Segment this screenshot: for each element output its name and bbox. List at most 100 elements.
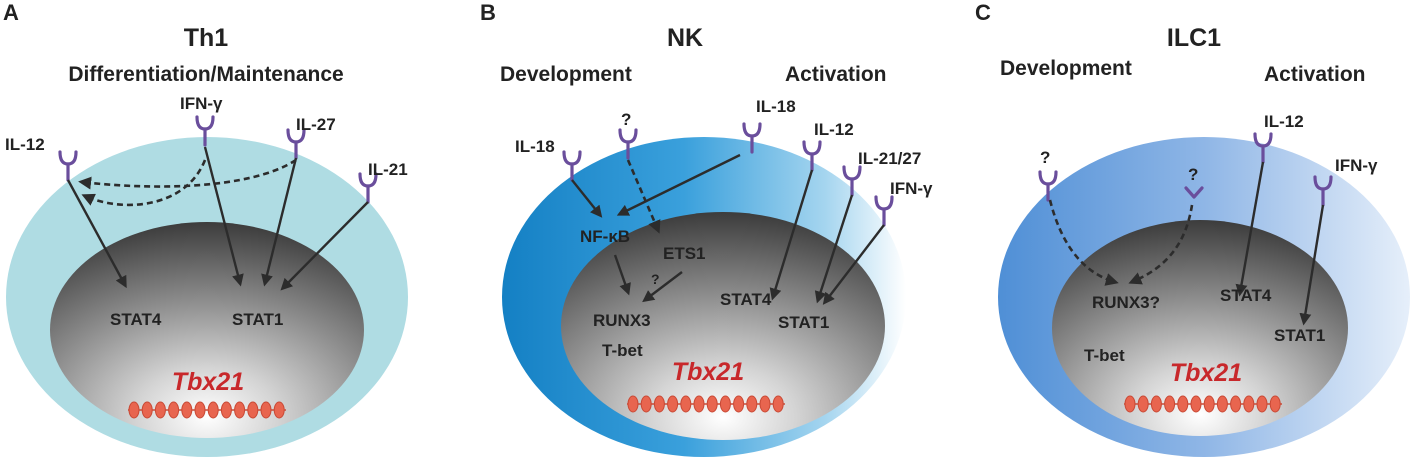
node-nfkb: NF-κB <box>580 227 630 246</box>
unknown-ligand-icon <box>1184 186 1204 199</box>
node-unknown-link: ? <box>651 271 660 287</box>
arrow-il21-stat1 <box>280 201 369 291</box>
label-ifng: IFN-γ <box>180 94 223 113</box>
dna-bead <box>141 401 153 419</box>
dna-bead <box>1269 395 1281 413</box>
label-il12: IL-12 <box>5 135 45 154</box>
dna-bead <box>1216 395 1228 413</box>
dna-bead <box>194 401 206 419</box>
label-ifng: IFN-γ <box>890 179 933 198</box>
node-runx3: RUNX3 <box>593 311 651 330</box>
dna-bead <box>772 395 784 413</box>
label-unknown-receptor-2: ? <box>1188 165 1198 184</box>
panel-c-left-heading: Development <box>1000 57 1132 80</box>
panel-c-title: ILC1 <box>1167 24 1221 52</box>
dashed-arrow-unknown-ets1 <box>626 159 661 234</box>
dashed-arrow-il27-il12 <box>78 158 297 190</box>
dna-bead <box>220 401 232 419</box>
dna-bead <box>1230 395 1242 413</box>
dna-bead <box>1164 395 1176 413</box>
panel-c: C ILC1 Development Activation ? ? IL-12 … <box>975 0 1410 457</box>
label-il12: IL-12 <box>1264 112 1304 131</box>
node-tbet: T-bet <box>602 341 643 360</box>
dna-bead <box>733 395 745 413</box>
label-unknown-receptor-1: ? <box>1040 148 1050 167</box>
arrow-ets1-runx3 <box>642 271 683 303</box>
dashed-arrow-ifng-il12 <box>81 159 207 207</box>
dna-bead <box>719 395 731 413</box>
dna-bead <box>1190 395 1202 413</box>
dna-bead <box>247 401 259 419</box>
dna-bead <box>1177 395 1189 413</box>
panel-b-right-heading: Activation <box>785 63 887 86</box>
dna-bead <box>1124 395 1136 413</box>
arrow-il12-stat4 <box>769 169 814 301</box>
dna-bead <box>680 395 692 413</box>
label-unknown-receptor: ? <box>621 110 631 129</box>
th1-nucleus <box>50 222 364 438</box>
dna-bead <box>693 395 705 413</box>
panel-c-letter: C <box>975 0 991 25</box>
dna-icon <box>1124 395 1282 413</box>
node-ets1: ETS1 <box>663 244 706 263</box>
arrow-ifng-stat1 <box>203 146 244 287</box>
node-stat1: STAT1 <box>778 313 829 332</box>
nk-nucleus <box>561 212 885 440</box>
arrow-ifng-stat1 <box>1299 204 1325 326</box>
arrow-il12-stat4 <box>1235 161 1265 297</box>
node-stat4: STAT4 <box>110 310 162 329</box>
panel-a-subtitle: Differentiation/Maintenance <box>68 63 343 86</box>
dna-bead <box>640 395 652 413</box>
label-il21: IL-21 <box>368 160 408 179</box>
label-il12: IL-12 <box>814 120 854 139</box>
dna-bead <box>154 401 166 419</box>
il12-receptor-icon <box>58 150 78 182</box>
dna-bead <box>1256 395 1268 413</box>
label-il18-dev: IL-18 <box>515 137 555 156</box>
dna-bead <box>653 395 665 413</box>
dna-bead <box>168 401 180 419</box>
dna-bead <box>746 395 758 413</box>
arrow-il18-act-nfkb <box>616 153 741 216</box>
node-tbet: T-bet <box>1084 346 1125 365</box>
arrow-il12-stat4 <box>66 179 127 289</box>
panel-b-title: NK <box>667 24 703 52</box>
node-stat4: STAT4 <box>720 290 772 309</box>
dna-bead <box>181 401 193 419</box>
arrow-ifng-stat1 <box>822 224 885 305</box>
dna-bead <box>627 395 639 413</box>
node-stat1: STAT1 <box>1274 326 1325 345</box>
dna-bead <box>759 395 771 413</box>
arrow-il21-27-stat1 <box>814 194 854 304</box>
panel-a-title: Th1 <box>184 24 229 52</box>
panel-a: A Th1 Differentiation/Maintenance IL-12 … <box>3 0 408 457</box>
arrow-nfkb-runx3 <box>613 254 631 296</box>
label-il27: IL-27 <box>296 115 336 134</box>
dna-bead <box>273 401 285 419</box>
dashed-arrow-ligand-runx3 <box>1128 204 1194 285</box>
dna-bead <box>1243 395 1255 413</box>
label-ifng: IFN-γ <box>1335 156 1378 175</box>
dna-icon <box>128 401 286 419</box>
dna-bead <box>1137 395 1149 413</box>
arrow-il18-nfkb <box>571 179 603 218</box>
dna-icon <box>627 395 785 413</box>
panel-b: B NK Development Activation IL-18 ? IL-1… <box>480 0 933 457</box>
dna-bead <box>1203 395 1215 413</box>
dna-bead <box>667 395 679 413</box>
arrow-il27-stat1 <box>261 157 298 287</box>
dashed-arrow-unknown-runx3 <box>1048 199 1119 286</box>
label-il21-27: IL-21/27 <box>858 149 921 168</box>
node-stat1: STAT1 <box>232 310 283 329</box>
panel-a-letter: A <box>3 0 19 25</box>
dna-bead <box>260 401 272 419</box>
ilc1-nucleus <box>1052 220 1348 436</box>
gene-tbx21: Tbx21 <box>1170 359 1242 387</box>
node-runx3: RUNX3? <box>1092 293 1160 312</box>
panel-b-left-heading: Development <box>500 63 632 86</box>
dna-bead <box>1150 395 1162 413</box>
node-stat4: STAT4 <box>1220 286 1272 305</box>
dna-bead <box>128 401 140 419</box>
label-il18-act: IL-18 <box>756 97 796 116</box>
